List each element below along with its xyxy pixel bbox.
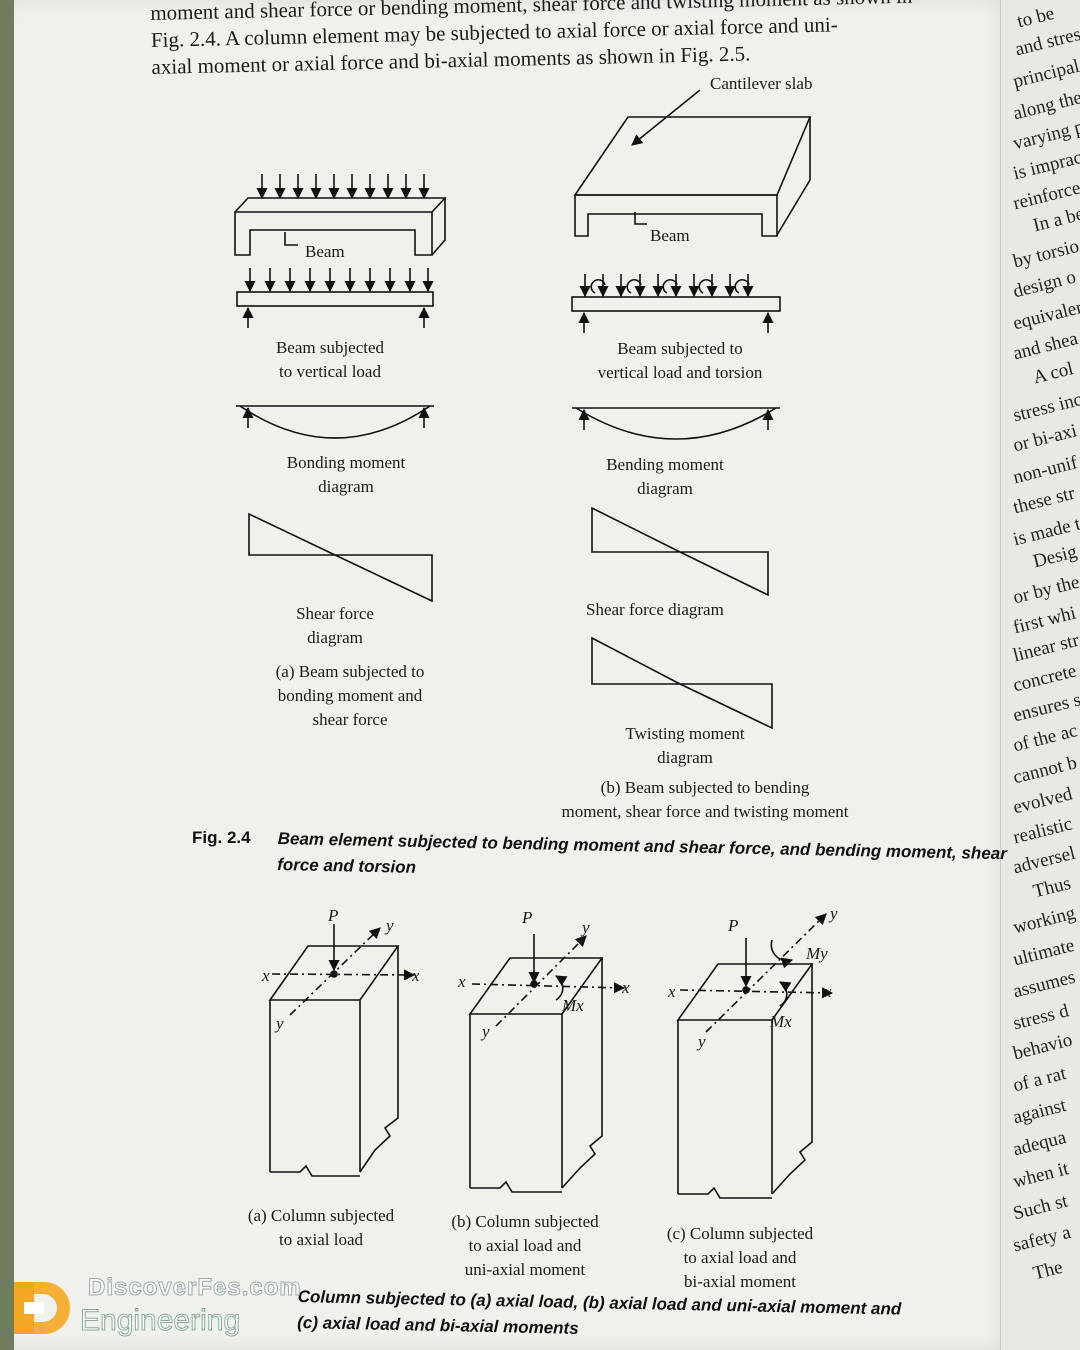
side-text: adequa [1011, 1126, 1069, 1161]
column-c [676, 913, 834, 1199]
symbol-x: x [458, 972, 466, 991]
shear-force-diagram-a [248, 512, 433, 603]
symbol-y: y [276, 1014, 284, 1033]
side-text: A col [1031, 358, 1076, 389]
label-sf-diagram-b: Shear force diagram [586, 600, 724, 619]
symbol-x: x [668, 982, 676, 1001]
loaded-beam-section-a [234, 174, 447, 256]
label-sf-diagram-a: Shear force diagram [296, 604, 374, 647]
column-b [468, 934, 626, 1193]
side-text: these str [1011, 482, 1078, 519]
label-tm-diagram: Twisting moment diagram [625, 724, 745, 767]
watermark-text-top: DiscoverFes.com [88, 1274, 302, 1302]
cantilever-slab-section-b [573, 89, 812, 237]
side-text: assumes [1011, 966, 1078, 1003]
symbol-y: y [482, 1022, 490, 1041]
cantilever-slab-label: Cantilever slab [710, 74, 813, 93]
shear-force-diagram-b [591, 506, 769, 597]
column-a [268, 924, 416, 1177]
symbol-x: x [262, 966, 270, 985]
symbol-y: y [830, 904, 838, 923]
column-caption-b: (b) Column subjected to axial load and u… [451, 1212, 599, 1279]
label-vertical-load-torsion: Beam subjected to vertical load and tors… [597, 339, 763, 382]
figure-drawings [234, 89, 834, 1199]
side-text: when it [1011, 1158, 1071, 1193]
symbol-p: P [328, 906, 339, 925]
beam-label: Beam [305, 242, 345, 261]
side-text: to be [1015, 2, 1057, 33]
column-caption-a: (a) Column subjected to axial load [247, 1206, 395, 1249]
symbol-p: P [522, 908, 533, 927]
symbol-y: y [582, 918, 590, 937]
simple-beam-torsion-b [571, 274, 781, 333]
symbol-p: P [728, 916, 739, 935]
symbol-my: My [806, 944, 828, 963]
side-text: of a rat [1011, 1062, 1069, 1097]
bending-moment-diagram-b [572, 407, 780, 440]
side-text: safety a [1011, 1221, 1073, 1257]
column-caption-c: (c) Column subjected to axial load and b… [666, 1224, 814, 1291]
side-text: Thus [1031, 872, 1073, 903]
watermark-text-bottom: Engineering [79, 1304, 241, 1338]
symbol-y: y [386, 916, 394, 935]
watermark-badge-icon [14, 1282, 70, 1334]
side-text: Desig [1031, 541, 1080, 573]
side-text: working [1011, 902, 1078, 939]
simple-beam-a [236, 268, 434, 328]
twisting-moment-diagram-b [591, 636, 773, 730]
symbol-y: y [698, 1032, 706, 1051]
label-bm-diagram-b: Bending moment diagram [606, 455, 724, 498]
symbol-x: x [622, 978, 630, 997]
subcaption-a: (a) Beam subjected to bonding moment and… [275, 662, 425, 729]
side-text: behavio [1011, 1029, 1075, 1065]
beam-label: Beam [650, 226, 690, 245]
figure-number: Fig. 2.4 [192, 828, 251, 847]
subcaption-b: (b) Beam subjected to bending moment, sh… [561, 778, 849, 821]
bending-moment-diagram-a [236, 405, 434, 439]
side-text: The [1031, 1256, 1065, 1285]
symbol-x: x [824, 982, 832, 1001]
label-bm-diagram-a: Bonding moment diagram [286, 453, 406, 496]
side-text: against [1011, 1094, 1069, 1129]
side-text: ultimate [1011, 934, 1077, 971]
book-page [14, 0, 1014, 1350]
symbol-mx: Mx [562, 996, 584, 1015]
side-text: Such st [1011, 1190, 1070, 1225]
label-vertical-load: Beam subjected to vertical load [275, 338, 385, 381]
symbol-mx: Mx [770, 1012, 792, 1031]
watermark-logo: DiscoverFes.com Engineering [10, 1272, 301, 1346]
facing-page-edge: to be and stress principal t along the v… [1000, 0, 1080, 1350]
symbol-x: x [412, 966, 420, 985]
